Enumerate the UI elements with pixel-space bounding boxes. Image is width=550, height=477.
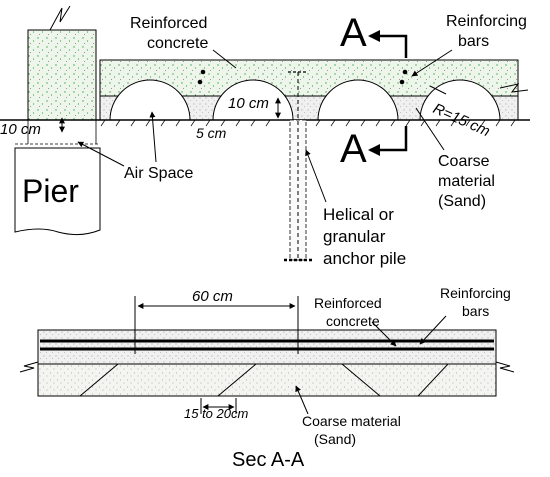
label-air-space: Air Space [124, 165, 193, 182]
dim-15-20cm: 15 to 20cm [184, 406, 248, 421]
section-mark-top: A [340, 11, 408, 58]
section-letter-bottom: A [340, 127, 367, 171]
label-reinforcing-bars-top: Reinforcing bars [446, 13, 531, 50]
rebar-dots [197, 69, 408, 85]
anchor-pile [289, 119, 307, 261]
dim-10cm-arch: 10 cm [228, 95, 269, 112]
column [27, 29, 97, 121]
label-coarse-material-sec: Coarse material (Sand) [302, 413, 405, 447]
label-anchor-pile: Helical or granular anchor pile [323, 205, 406, 268]
section-slab [37, 329, 497, 365]
label-pier: Pier [22, 173, 79, 209]
label-reinforced-concrete-sec: Reinforced concrete [314, 295, 386, 329]
dim-60cm: 60 cm [192, 288, 233, 305]
label-reinforced-concrete-top: Reinforced concrete [130, 15, 212, 52]
section-title: Sec A-A [232, 449, 305, 471]
top-view: A A Reinforced concrete Reinforcing bars… [0, 5, 531, 268]
dim-5cm: 5 cm [196, 125, 227, 141]
sand-mounds [37, 363, 497, 397]
section-letter-top: A [340, 11, 367, 55]
arch-voids [109, 79, 501, 121]
section-mark-bottom: A [340, 126, 408, 171]
dim-10cm-left: 10 cm [0, 121, 41, 138]
section-view: 60 cm Reinforced concrete Reinforcing ba… [19, 285, 515, 471]
column-break-mark [49, 5, 71, 31]
label-reinforcing-bars-sec: Reinforcing bars [440, 285, 515, 319]
pier [14, 147, 101, 236]
label-coarse-material-top: Coarse material (Sand) [438, 153, 499, 210]
